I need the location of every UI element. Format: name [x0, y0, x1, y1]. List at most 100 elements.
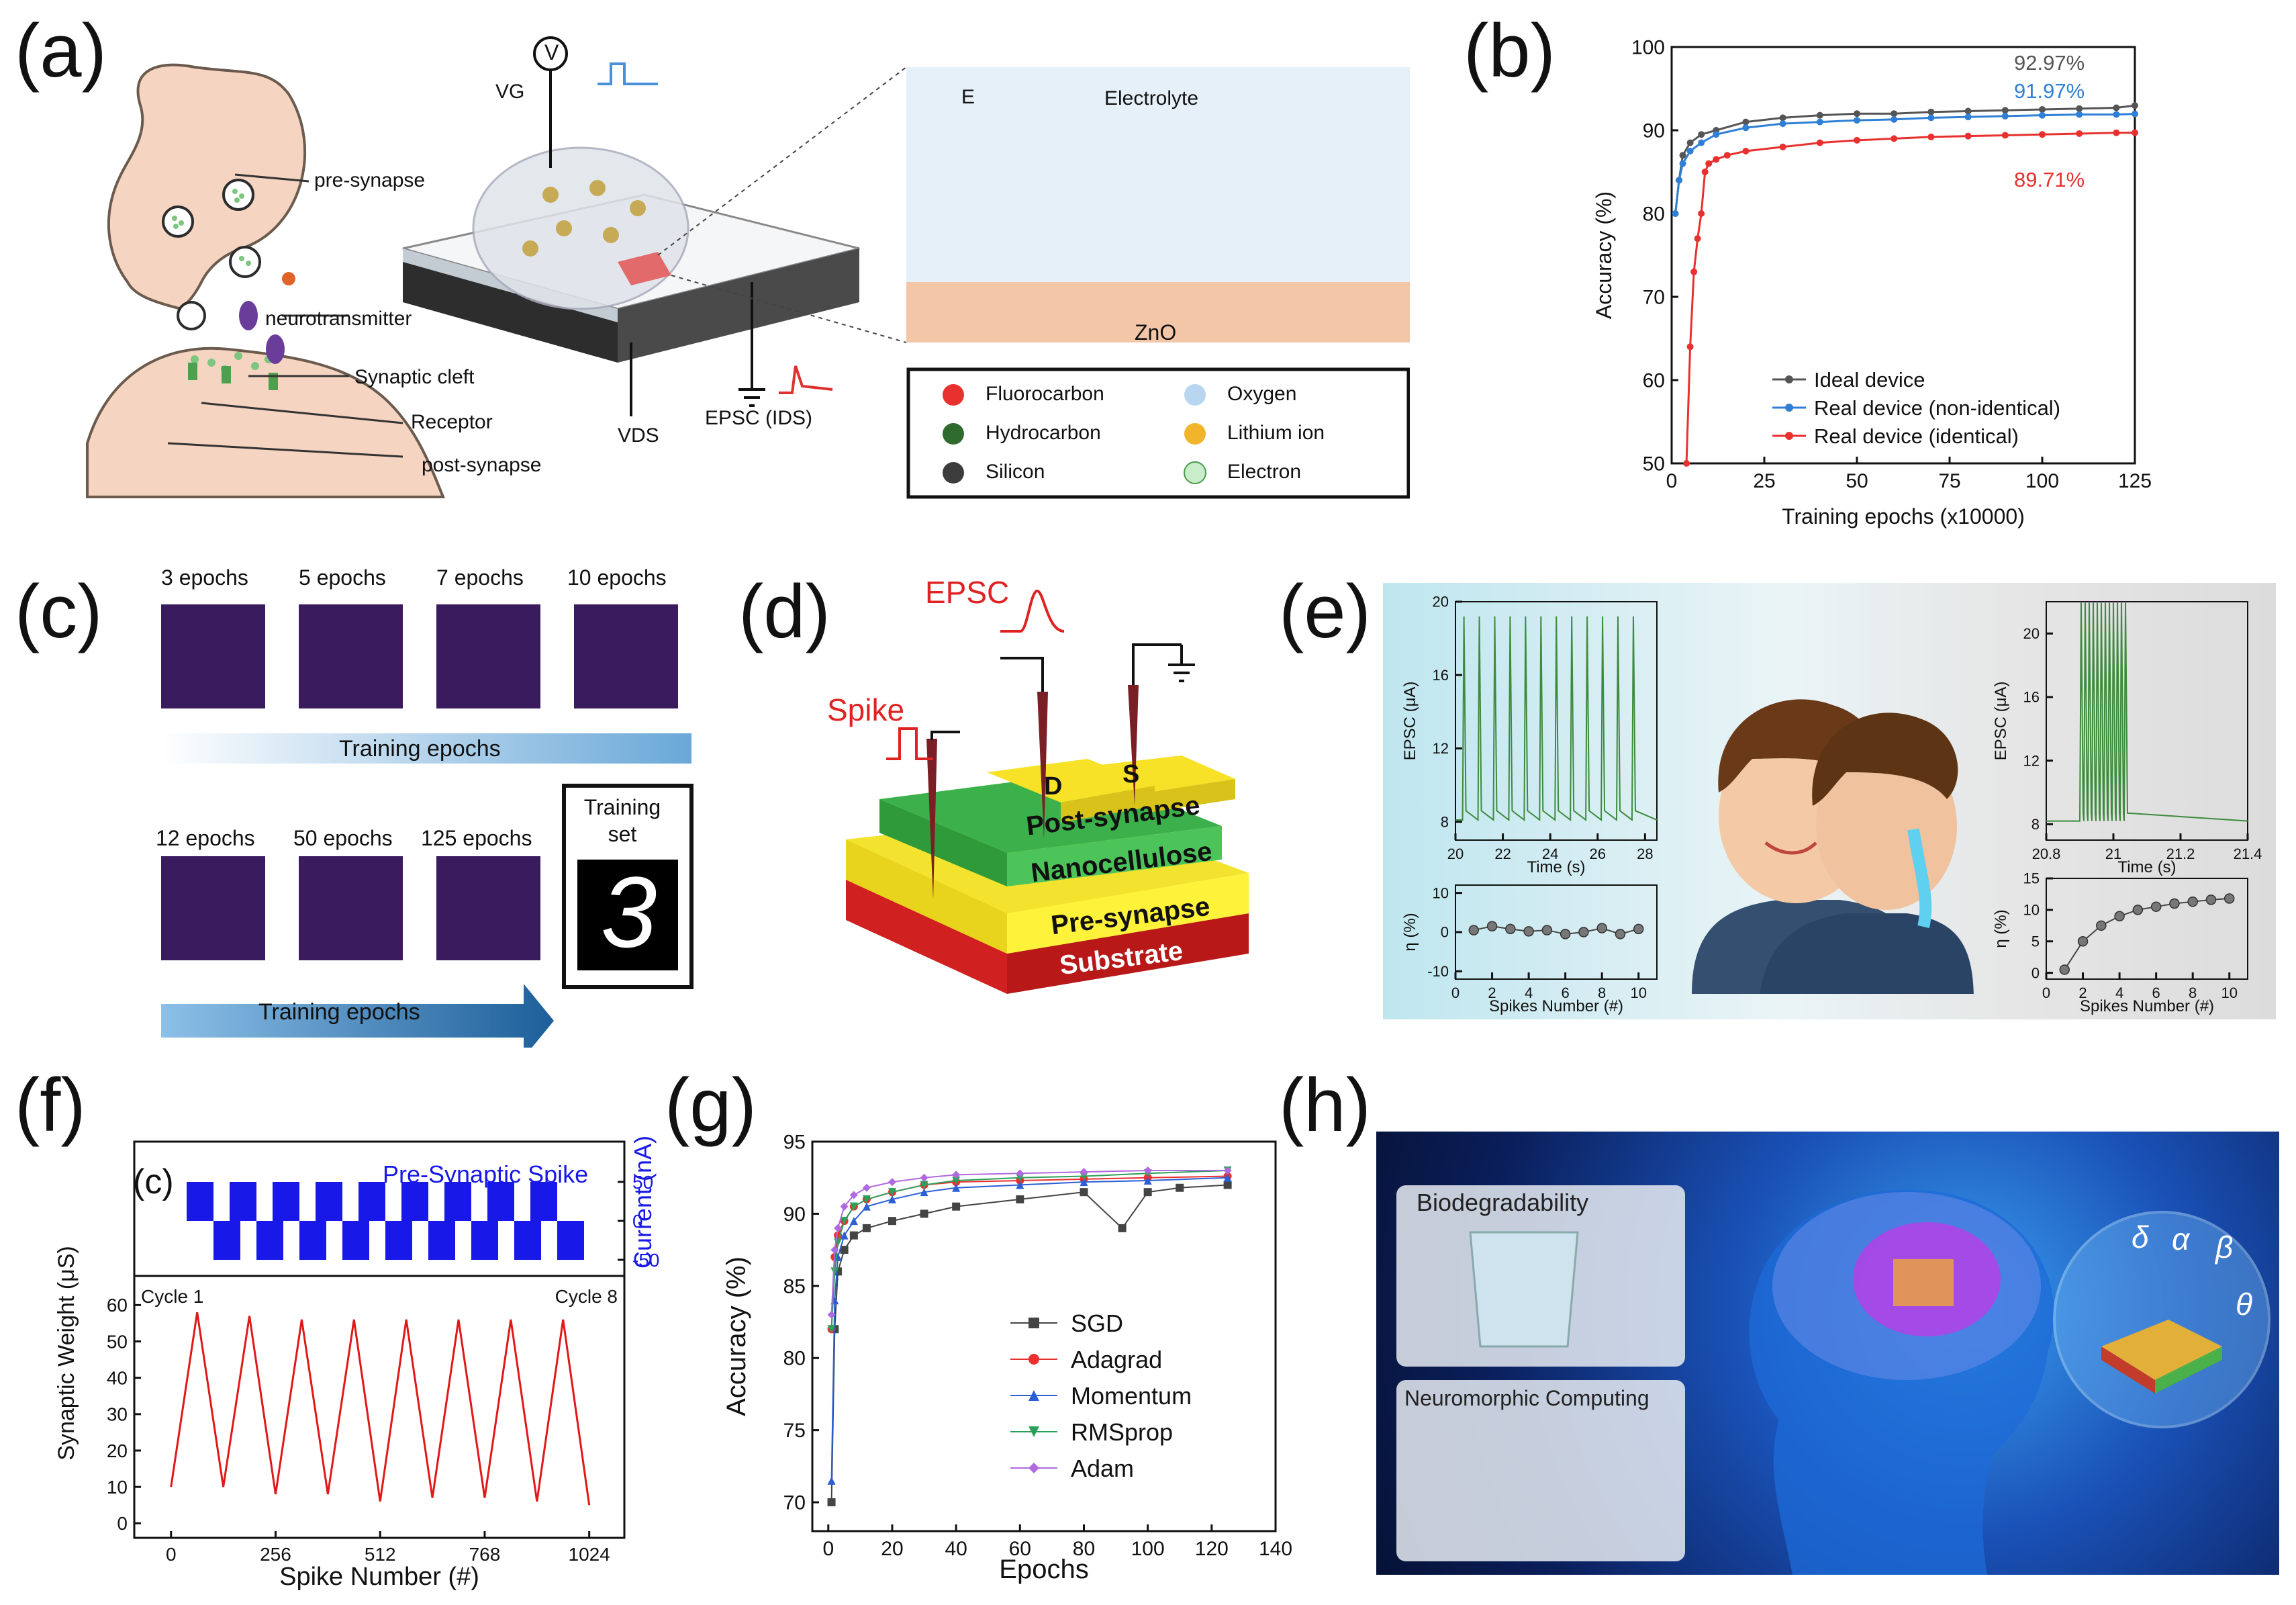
- eta-point: [2205, 895, 2217, 905]
- data-point: [1686, 148, 1694, 154]
- spike-neg: [385, 1221, 412, 1260]
- x-tick-label: 4: [1525, 984, 1533, 1001]
- spike-neg: [557, 1221, 584, 1260]
- data-point: [920, 1181, 928, 1189]
- h-bio: Biodegradability: [1417, 1189, 1589, 1216]
- y-axis-label: η (%): [1401, 913, 1419, 951]
- spike-neg: [342, 1221, 369, 1260]
- y-tick-label: 80: [1643, 203, 1665, 226]
- x-tick-label: 2: [1488, 984, 1496, 1001]
- c-arrow-label-top: Training epochs: [339, 736, 501, 762]
- eta-point: [1523, 926, 1534, 937]
- data-point: [920, 1173, 928, 1182]
- data-point: [840, 1217, 849, 1226]
- x-tick-label: 80: [1073, 1538, 1095, 1560]
- spike-pos: [230, 1182, 256, 1221]
- x-tick-label: 0: [822, 1538, 834, 1560]
- y-tick-label: 20: [107, 1440, 128, 1461]
- data-point: [1118, 1224, 1127, 1232]
- panel-label-g: (g): [665, 1063, 757, 1147]
- y-tick-label: 60: [1643, 370, 1665, 392]
- data-point: [920, 1209, 928, 1218]
- data-point: [1779, 114, 1786, 122]
- data-point: [2001, 112, 2009, 120]
- data-point: [1698, 210, 1705, 217]
- data-point: [2076, 111, 2083, 118]
- annot-ideal: 92.97%: [2014, 51, 2085, 75]
- spike-neg: [428, 1221, 455, 1260]
- x-tick-label: 0: [1666, 470, 1678, 492]
- annot-identical: 89.71%: [2014, 168, 2085, 191]
- data-point: [1686, 343, 1694, 351]
- data-point: [2001, 107, 2009, 114]
- y-tick-label: 8: [2031, 816, 2040, 833]
- data-point: [827, 1476, 836, 1485]
- y-tick-label: 16: [1433, 667, 1449, 684]
- data-point: [2039, 111, 2046, 119]
- data-point: [1713, 156, 1720, 163]
- receptor-label: Receptor: [411, 411, 493, 433]
- y-tick-label: 0: [1441, 924, 1449, 941]
- x-axis-label: Training epochs (x10000): [1782, 504, 2025, 529]
- panel-c: 3: [134, 557, 712, 1058]
- y-tick-label: 40: [107, 1367, 128, 1388]
- data-point: [2113, 111, 2120, 118]
- data-point: [1683, 460, 1690, 467]
- data-point: [1927, 108, 1935, 116]
- data-point: [1964, 113, 1972, 121]
- data-point: [862, 1195, 871, 1203]
- data-point: [1223, 1181, 1232, 1189]
- eta-point: [2169, 898, 2180, 909]
- data-point: [1742, 148, 1750, 154]
- data-point: [830, 1246, 839, 1254]
- x-tick-label: 120: [1195, 1538, 1229, 1560]
- legend-label: Adam: [1071, 1455, 1134, 1482]
- data-point: [1080, 1168, 1088, 1177]
- y-tick-label: 10: [107, 1477, 128, 1498]
- d-spike: Spike: [827, 692, 905, 727]
- d-label-s: S: [1122, 760, 1140, 788]
- data-point: [2076, 130, 2083, 137]
- plot-frame: [2046, 878, 2248, 980]
- legend-marker: [1029, 1318, 1039, 1328]
- panel-label-c: (c): [15, 569, 103, 653]
- data-point: [1816, 111, 1823, 119]
- x-tick-label: 1024: [569, 1544, 610, 1565]
- legend-marker: [1029, 1354, 1039, 1365]
- x-tick-label: 140: [1259, 1538, 1292, 1560]
- y-tick-label: 10: [1433, 884, 1449, 901]
- x-tick-label: 40: [945, 1538, 967, 1560]
- h-beta: β: [2215, 1230, 2234, 1265]
- data-point: [2113, 104, 2120, 111]
- y-axis-label: Accuracy (%): [1592, 191, 1616, 319]
- synaptic-cleft-label: Synaptic cleft: [354, 366, 475, 388]
- x-tick-label: 21: [2105, 845, 2121, 862]
- legend-label: Ideal device: [1814, 368, 1925, 392]
- data-point: [1672, 210, 1679, 217]
- spike-pos: [401, 1182, 428, 1221]
- vds-label: VDS: [618, 424, 659, 447]
- c-training-set: Training set: [583, 795, 661, 846]
- h-delta: δ: [2132, 1220, 2149, 1254]
- data-point: [952, 1202, 961, 1211]
- x-tick-label: 28: [1637, 845, 1653, 862]
- eta-point: [2150, 901, 2162, 912]
- data-point: [1016, 1195, 1024, 1203]
- y-tick-label: 30: [107, 1404, 128, 1425]
- x-tick-label: 75: [1938, 470, 1960, 492]
- data-point: [1016, 1173, 1024, 1182]
- vg-label: VG: [495, 81, 525, 103]
- y-tick-label: 12: [1433, 740, 1449, 757]
- legend-label: RMSprop: [1071, 1418, 1173, 1446]
- x-tick-label: 10: [1630, 984, 1646, 1001]
- post-synapse-label: post-synapse: [422, 454, 542, 476]
- legend-marker: [1785, 375, 1793, 383]
- c-label-12: 12 epochs: [156, 826, 255, 850]
- data-point: [1694, 235, 1701, 242]
- eta-point: [1541, 925, 1553, 935]
- panel-d-device: [846, 589, 1249, 994]
- data-point: [1080, 1188, 1088, 1197]
- current-tick-label: -50: [632, 1250, 659, 1271]
